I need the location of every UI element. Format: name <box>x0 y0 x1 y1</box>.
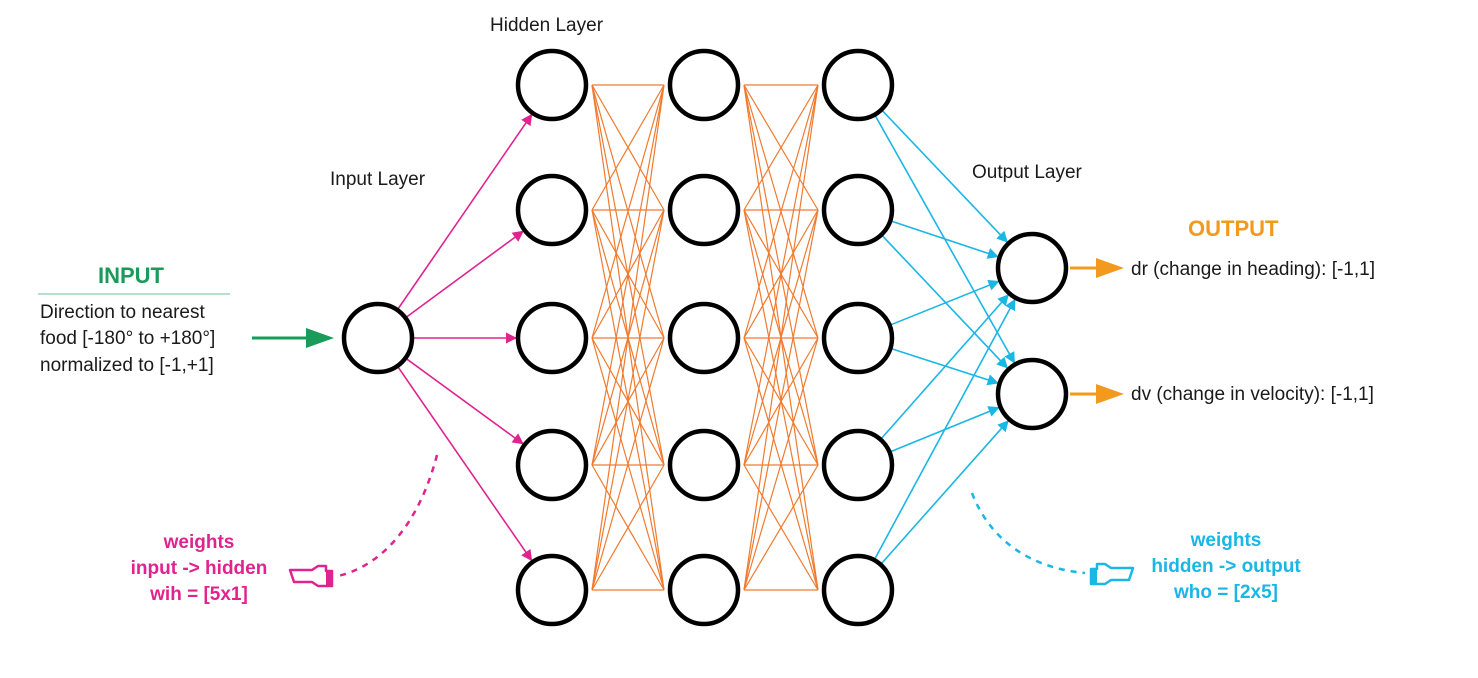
weights-ih-line3: wih = [5x1] <box>149 584 248 605</box>
input-arrow <box>252 328 334 348</box>
edge-hidden-hidden <box>591 337 665 591</box>
weights-ih-line2: input -> hidden <box>131 558 268 579</box>
edge-hidden-hidden <box>743 464 819 591</box>
connection-layer <box>396 84 1016 591</box>
hidden-node-layer-3 <box>821 301 895 375</box>
hidden-node-layer-1 <box>515 48 589 122</box>
weights-ih-dashed-connector <box>337 454 439 578</box>
hidden-node-layer-2 <box>667 301 741 375</box>
hidden-node-layer-1 <box>515 553 589 627</box>
hidden-node-layer-2 <box>667 553 741 627</box>
edge-hidden-hidden <box>743 84 819 466</box>
input-desc-line1: Direction to nearest <box>40 302 205 323</box>
input-desc-line3: normalized to [-1,+1] <box>40 355 214 376</box>
output-node-2 <box>995 357 1069 431</box>
output-arrow-dr <box>1070 258 1124 278</box>
input-heading: INPUT <box>98 263 165 288</box>
output-node-1 <box>995 231 1069 305</box>
node-layer <box>341 48 1069 627</box>
edge-hidden-output <box>880 234 1009 369</box>
edge-hidden-hidden <box>743 84 819 339</box>
hidden-node-layer-2 <box>667 173 741 247</box>
weights-ho-line1: weights <box>1190 530 1262 551</box>
input-desc-line2: food [-180° to +180°] <box>40 328 215 349</box>
edge-hidden-hidden <box>591 84 665 466</box>
edge-hidden-hidden <box>591 464 665 591</box>
output-heading: OUTPUT <box>1188 216 1279 241</box>
weights-ho-line3: who = [2x5] <box>1173 582 1278 603</box>
hidden-node-layer-2 <box>667 48 741 122</box>
edge-input-hidden <box>404 357 524 445</box>
edge-hidden-hidden <box>743 84 819 211</box>
pointing-hand-icon <box>1089 562 1135 586</box>
output-dv-label: dv (change in velocity): [-1,1] <box>1131 384 1374 405</box>
edge-input-hidden <box>396 365 533 562</box>
hidden-node-layer-3 <box>821 173 895 247</box>
edge-hidden-hidden <box>591 209 665 591</box>
pointing-hand-icon <box>288 564 334 588</box>
weights-ho-line2: hidden -> output <box>1151 556 1301 577</box>
edge-hidden-output <box>879 294 1009 441</box>
edge-input-hidden <box>404 230 524 319</box>
weights-ih-line1: weights <box>163 532 235 553</box>
edge-hidden-hidden <box>743 209 819 591</box>
hidden-node-layer-1 <box>515 301 589 375</box>
hidden-node-layer-2 <box>667 428 741 502</box>
edge-hidden-hidden <box>591 84 665 211</box>
edge-hidden-output <box>890 347 999 386</box>
edge-input-hidden <box>396 113 533 311</box>
hidden-node-layer-3 <box>821 553 895 627</box>
output-dr-label: dr (change in heading): [-1,1] <box>1131 259 1375 280</box>
edge-hidden-hidden <box>743 337 819 591</box>
edge-hidden-output <box>880 109 1008 243</box>
input-node <box>341 301 415 375</box>
edge-hidden-output <box>889 280 1000 327</box>
hidden-node-layer-3 <box>821 428 895 502</box>
edge-hidden-output <box>890 219 999 259</box>
hidden-node-layer-1 <box>515 428 589 502</box>
output-arrow-dv <box>1070 384 1124 404</box>
edge-hidden-hidden <box>591 84 665 339</box>
hidden-layer-label: Hidden Layer <box>490 15 604 36</box>
weights-ho-dashed-connector <box>970 492 1086 575</box>
edge-hidden-output <box>879 420 1009 566</box>
edge-hidden-hidden <box>591 84 665 591</box>
input-layer-label: Input Layer <box>330 169 426 190</box>
hidden-node-layer-1 <box>515 173 589 247</box>
output-layer-label: Output Layer <box>972 162 1083 183</box>
edge-hidden-output <box>873 298 1016 561</box>
edge-hidden-hidden <box>743 84 819 591</box>
hidden-node-layer-3 <box>821 48 895 122</box>
